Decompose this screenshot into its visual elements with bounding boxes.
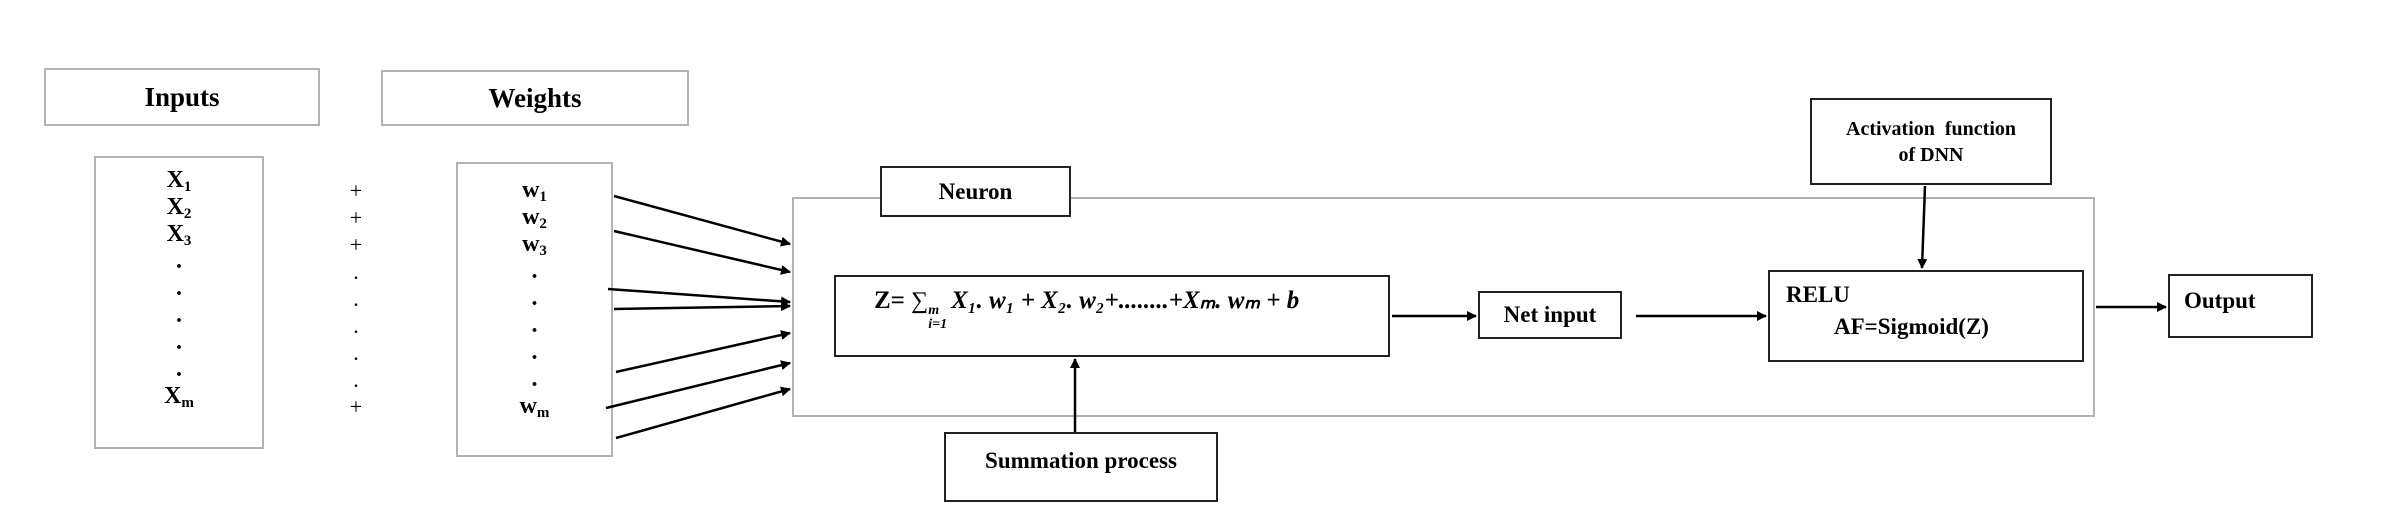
inputs-header: Inputs — [44, 68, 320, 126]
input-item: . — [176, 356, 182, 383]
weight-item: . — [532, 312, 538, 339]
weight-subscript: m — [536, 405, 550, 421]
operator-symbol: + — [349, 205, 363, 230]
equation-prefix: Z= — [874, 287, 912, 314]
activation-title-box: Activation function of DNN — [1810, 98, 2052, 185]
equation-terms: X₁. w₁ + X₂. w₂+........+Xₘ. wₘ + b — [951, 287, 1300, 314]
weighted-sum-equation: Z= ∑ m i=1 X₁. w₁ + X₂. w₂+........+Xₘ. … — [874, 285, 1299, 332]
output-box: Output — [2168, 274, 2313, 338]
activation-box: RELU AF=Sigmoid(Z) — [1768, 270, 2084, 362]
input-item: . — [176, 248, 182, 275]
input-subscript: 2 — [183, 206, 192, 222]
neuron-label-text: Neuron — [938, 178, 1013, 204]
weight-symbol: . — [531, 258, 538, 284]
input-symbol: . — [176, 329, 182, 355]
input-symbol: X — [166, 167, 184, 193]
input-subscript: 1 — [183, 179, 192, 195]
weight-symbol: . — [531, 366, 538, 392]
output-label: Output — [2184, 288, 2256, 313]
operator-symbol: . — [353, 286, 359, 311]
weight-item: . — [532, 258, 538, 285]
input-item: . — [176, 302, 182, 329]
net-input-label: Net input — [1503, 302, 1597, 327]
input-subscript: 3 — [183, 233, 192, 249]
weight-arrow-5 — [615, 330, 791, 374]
weight-symbol: w — [522, 204, 540, 230]
weight-symbol: . — [531, 312, 538, 338]
activation-title-line2: of DNN — [1898, 143, 1964, 166]
weight-symbol: . — [531, 339, 538, 365]
weight-item: w1 — [522, 177, 547, 205]
weight-item: . — [532, 285, 538, 312]
net-input-box: Net input — [1478, 291, 1622, 339]
input-item: . — [176, 329, 182, 356]
operator-symbol: . — [353, 340, 359, 365]
input-symbol: X — [164, 383, 182, 409]
weight-symbol: w — [519, 393, 537, 419]
weight-arrow-2 — [613, 229, 791, 275]
weight-arrow-7 — [615, 386, 791, 440]
input-item: X2 — [166, 194, 192, 222]
equation-box: Z= ∑ m i=1 X₁. w₁ + X₂. w₂+........+Xₘ. … — [834, 275, 1390, 357]
operator-symbol: + — [349, 394, 363, 419]
inputs-header-label: Inputs — [144, 81, 220, 112]
input-symbol: X — [166, 221, 184, 247]
weight-symbol: w — [522, 177, 540, 203]
operators-list: +++.....+ — [336, 177, 376, 420]
weights-header: Weights — [381, 70, 689, 126]
operator-symbol: + — [349, 178, 363, 203]
operator-symbol: . — [353, 313, 359, 338]
input-item: X1 — [166, 167, 192, 195]
activation-relu: RELU — [1786, 282, 1850, 307]
operator-symbol: . — [353, 259, 359, 284]
summation-process-box: Summation process — [944, 432, 1218, 502]
input-item: X3 — [166, 221, 192, 249]
input-item: Xm — [164, 383, 194, 411]
weight-symbol: w — [522, 231, 540, 257]
weight-subscript: 3 — [539, 243, 547, 259]
input-subscript: m — [181, 395, 194, 411]
weight-subscript: 2 — [539, 216, 547, 232]
weight-arrow-4 — [613, 301, 791, 312]
input-symbol: . — [176, 302, 182, 328]
sum-upper-limit: m — [928, 303, 940, 318]
weight-subscript: 1 — [539, 189, 547, 205]
operator-symbol: + — [349, 232, 363, 257]
input-symbol: . — [176, 248, 182, 274]
weight-arrow-6 — [605, 360, 791, 410]
inputs-box — [94, 156, 264, 449]
summation-process-label: Summation process — [985, 448, 1177, 473]
activation-title-line1: Activation function — [1846, 117, 2016, 140]
activation-down-arrow — [1917, 185, 1928, 269]
input-symbol: X — [166, 194, 184, 220]
weights-header-label: Weights — [488, 82, 582, 113]
input-symbol: . — [176, 275, 182, 301]
weight-arrow-3 — [607, 287, 791, 307]
input-symbol: . — [176, 356, 182, 382]
weight-item: wm — [519, 393, 550, 421]
sum-lower-limit: i=1 — [928, 317, 948, 332]
neuron-label: Neuron — [880, 166, 1071, 217]
weight-item: . — [532, 366, 538, 393]
weight-item: w3 — [522, 231, 547, 259]
weight-item: . — [532, 339, 538, 366]
weight-symbol: . — [531, 285, 538, 311]
operator-symbol: . — [353, 367, 359, 392]
weights-box — [456, 162, 613, 457]
weight-item: w2 — [522, 204, 547, 232]
input-item: . — [176, 275, 182, 302]
sum-symbol: ∑ — [911, 288, 929, 314]
weight-arrow-1 — [613, 194, 791, 247]
activation-sigmoid: AF=Sigmoid(Z) — [1834, 314, 1989, 339]
